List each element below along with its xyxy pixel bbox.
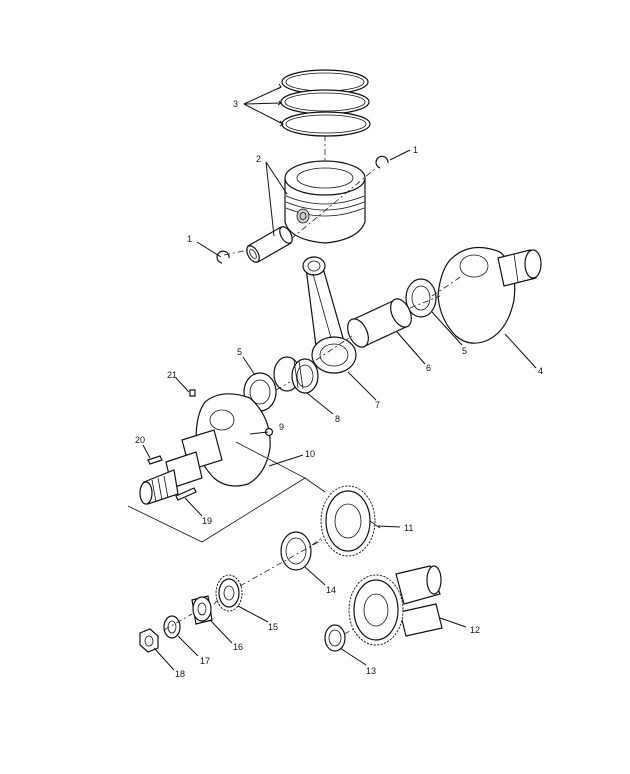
connecting-rod — [302, 256, 357, 374]
callout-1-circlip-right: 1 — [413, 145, 418, 155]
leader-ticks — [277, 83, 284, 127]
callout-17-washer: 17 — [200, 656, 210, 666]
pin-19 — [175, 487, 197, 501]
thrust-washer-right — [405, 278, 437, 318]
callout-4-crank-half: 4 — [538, 366, 543, 376]
spacer-16 — [191, 595, 213, 625]
callout-15-gear: 15 — [268, 622, 278, 632]
circlip-left — [216, 250, 230, 264]
crank-gear — [320, 485, 381, 557]
callout-13-washer: 13 — [366, 666, 376, 676]
crank-pin — [347, 298, 412, 348]
callout-20-key: 20 — [135, 435, 145, 445]
washer-13 — [324, 624, 346, 652]
callout-5-washer-left: 5 — [237, 347, 242, 357]
piston-rings — [280, 69, 371, 137]
callout-1-circlip-left: 1 — [187, 234, 192, 244]
callout-9-plug: 9 — [279, 422, 284, 432]
callout-7-connecting-rod: 7 — [375, 400, 380, 410]
axis-lines — [163, 135, 463, 635]
crank-half-right — [437, 246, 542, 344]
piston-pin — [246, 226, 293, 263]
callout-16-spacer: 16 — [233, 642, 243, 652]
callout-10-crank-half: 10 — [305, 449, 315, 459]
callout-3-piston-rings: 3 — [233, 99, 238, 109]
leader-lines — [142, 86, 537, 671]
callout-18-nut: 18 — [175, 669, 185, 679]
callout-21-pin: 21 — [167, 370, 177, 380]
callout-19-pin: 19 — [202, 516, 212, 526]
piston — [284, 160, 366, 244]
crank-half-left — [139, 393, 271, 505]
callout-6-crank-pin: 6 — [426, 363, 431, 373]
assembly-bracket — [127, 441, 306, 543]
key-20 — [147, 455, 163, 465]
washer-17 — [163, 615, 181, 639]
callout-12-balancer: 12 — [470, 625, 480, 635]
needle-bearing — [273, 356, 319, 394]
circlip-right — [375, 155, 389, 169]
callout-5-washer-right: 5 — [462, 346, 467, 356]
drive-gear-15 — [215, 574, 243, 612]
callout-11-crank-gear: 11 — [404, 523, 413, 533]
callout-14-washer: 14 — [326, 585, 336, 595]
washer-14 — [280, 531, 312, 571]
callout-2-piston: 2 — [256, 154, 261, 164]
nut-18 — [139, 628, 159, 653]
callout-8-needle-bearing: 8 — [335, 414, 340, 424]
pin-21 — [189, 389, 196, 397]
balancer-shaft — [348, 565, 443, 646]
